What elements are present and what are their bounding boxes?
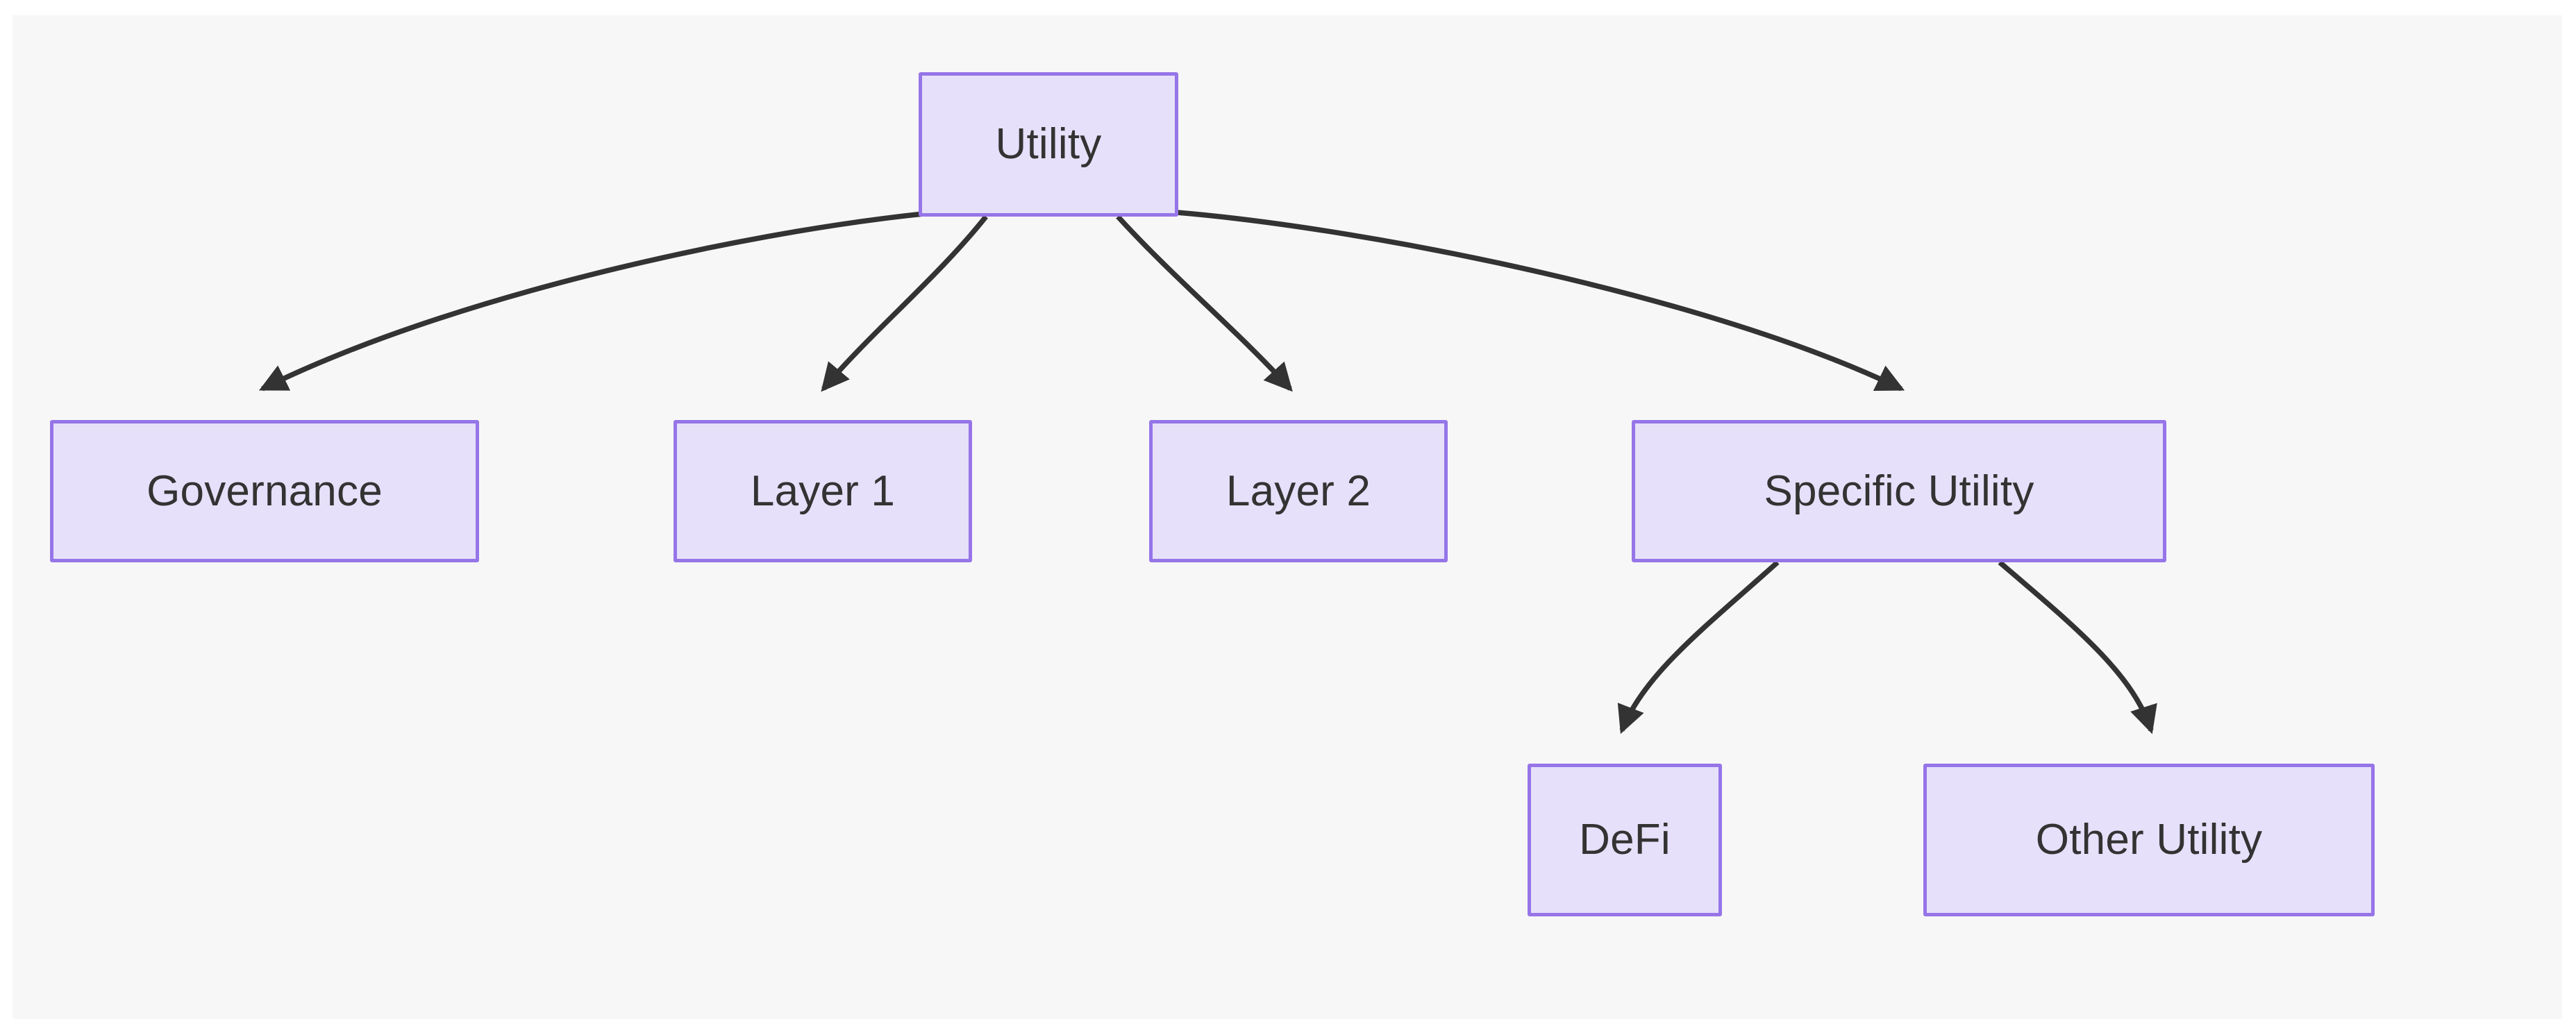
node-governance[interactable]: Governance bbox=[50, 420, 479, 562]
node-specific-utility[interactable]: Specific Utility bbox=[1632, 420, 2166, 562]
node-governance-label: Governance bbox=[147, 467, 383, 515]
node-other-utility[interactable]: Other Utility bbox=[1923, 764, 2375, 916]
node-other-utility-label: Other Utility bbox=[2035, 816, 2263, 864]
node-defi-label: DeFi bbox=[1579, 816, 1671, 864]
node-layer-1-label: Layer 1 bbox=[750, 467, 896, 515]
node-defi[interactable]: DeFi bbox=[1528, 764, 1722, 916]
node-layer-2[interactable]: Layer 2 bbox=[1149, 420, 1448, 562]
node-specific-utility-label: Specific Utility bbox=[1764, 467, 2034, 515]
node-layer-2-label: Layer 2 bbox=[1226, 467, 1371, 515]
node-utility[interactable]: Utility bbox=[919, 72, 1178, 217]
node-utility-label: Utility bbox=[995, 120, 1102, 168]
node-layer-1[interactable]: Layer 1 bbox=[674, 420, 972, 562]
